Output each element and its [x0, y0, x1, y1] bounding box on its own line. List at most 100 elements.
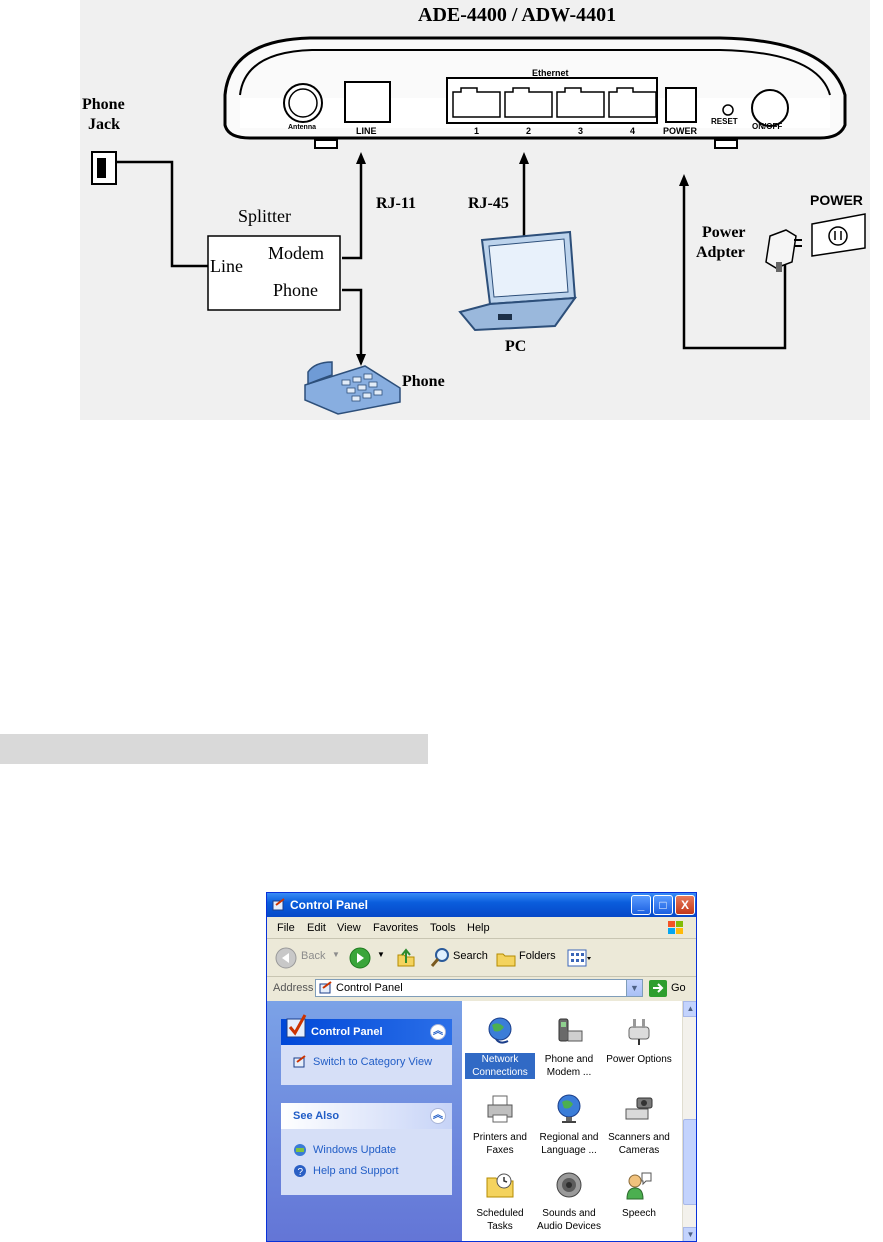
scheduled-tasks-label: Scheduled Tasks: [476, 1208, 524, 1232]
go-arrow-icon[interactable]: [649, 980, 667, 997]
eth-port-2: [504, 87, 553, 118]
regional-and-language-item[interactable]: Regional and Language ...: [534, 1093, 604, 1157]
see-also-title: See Also: [293, 1110, 340, 1122]
address-dropdown-icon[interactable]: ▼: [626, 980, 642, 996]
menu-bar: File Edit View Favorites Tools Help: [267, 917, 696, 939]
control-panel-box-title: Control Panel: [311, 1026, 383, 1038]
power-adapter-label-1: Power: [702, 224, 746, 241]
menu-favorites[interactable]: Favorites: [373, 922, 419, 934]
power-port: [665, 87, 697, 123]
outlet-label: POWER: [810, 192, 863, 208]
control-panel-large-icon: [286, 1014, 307, 1038]
views-icon[interactable]: [567, 948, 591, 968]
forward-dropdown-icon[interactable]: ▼: [377, 950, 385, 959]
control-panel-small-icon: [319, 981, 332, 994]
see-also-box-header[interactable]: See Also ︽: [281, 1103, 452, 1129]
network-connections-label: Network Connections: [465, 1053, 535, 1079]
windows-update-link[interactable]: Windows Update: [313, 1144, 397, 1156]
help-and-support-link[interactable]: Help and Support: [313, 1165, 399, 1177]
control-panel-icon: [272, 898, 285, 911]
menu-help[interactable]: Help: [467, 922, 490, 934]
eth-port-1-label: 1: [474, 126, 480, 136]
printer-icon: [487, 1095, 513, 1123]
speech-item[interactable]: Speech: [604, 1169, 674, 1220]
line-port: [344, 81, 391, 123]
search-button-label[interactable]: Search: [453, 950, 488, 962]
connection-diagram: ADE-4400 / ADW-4401 Antenna LINE Etherne…: [80, 0, 870, 420]
speech-icon: [626, 1172, 652, 1200]
phone-jack-label-2: Jack: [88, 116, 120, 133]
collapse-chevron-icon[interactable]: ︽: [430, 1108, 446, 1124]
onoff-button: [751, 89, 789, 127]
up-folder-icon[interactable]: [395, 947, 417, 969]
eth-port-2-label: 2: [526, 126, 532, 136]
rj45-label: RJ-45: [468, 195, 509, 212]
antenna-label: Antenna: [288, 124, 316, 131]
eth-port-3-label: 3: [578, 126, 584, 136]
scanners-and-cameras-item[interactable]: Scanners and Cameras: [604, 1093, 674, 1157]
power-port-label: POWER: [663, 126, 698, 136]
collapse-chevron-icon[interactable]: ︽: [430, 1024, 446, 1040]
rj11-label: RJ-11: [376, 195, 416, 212]
section-heading-bar: [0, 734, 428, 764]
window-title: Control Panel: [290, 898, 369, 912]
address-value: Control Panel: [336, 982, 403, 994]
items-pane: Network Connections Phone and Modem ... …: [462, 1001, 682, 1241]
folders-button-label[interactable]: Folders: [519, 950, 556, 962]
globe-icon: [557, 1094, 581, 1123]
scheduled-tasks-item[interactable]: Scheduled Tasks: [465, 1169, 535, 1233]
phone-and-modem-item[interactable]: Phone and Modem ...: [534, 1015, 604, 1079]
menu-tools[interactable]: Tools: [430, 922, 456, 934]
line-port-label: LINE: [356, 126, 377, 136]
network-connections-item[interactable]: Network Connections: [465, 1015, 535, 1079]
scroll-thumb[interactable]: [683, 1119, 696, 1205]
pc-label: PC: [505, 338, 527, 355]
minimize-button[interactable]: _: [631, 895, 651, 915]
search-icon[interactable]: [429, 947, 451, 969]
telephone-icon: [304, 361, 401, 415]
title-bar[interactable]: Control Panel _ □ X: [267, 893, 696, 917]
back-dropdown-icon[interactable]: ▼: [332, 950, 340, 959]
menu-view[interactable]: View: [337, 922, 361, 934]
control-panel-box-header[interactable]: Control Panel ︽: [281, 1014, 452, 1045]
forward-arrow-icon[interactable]: [349, 947, 371, 969]
speech-label: Speech: [622, 1208, 656, 1219]
back-button-label[interactable]: Back: [301, 950, 326, 962]
phone-and-modem-label: Phone and Modem ...: [544, 1054, 594, 1078]
speaker-icon: [556, 1172, 582, 1198]
address-bar: Address Control Panel ▼ Go: [267, 977, 696, 999]
ethernet-label: Ethernet: [532, 68, 569, 78]
switch-category-view-link[interactable]: Switch to Category View: [313, 1056, 433, 1068]
power-options-icon: [628, 1019, 650, 1045]
splitter-phone-label: Phone: [273, 280, 318, 300]
splitter-label: Splitter: [238, 206, 291, 226]
network-connections-icon: [488, 1017, 512, 1044]
router-foot-right: [714, 139, 738, 149]
onoff-label: ON/OFF: [752, 122, 783, 131]
phone-label: Phone: [402, 373, 445, 390]
printers-and-faxes-item[interactable]: Printers and Faxes: [465, 1093, 535, 1157]
splitter-line-label: Line: [210, 256, 243, 276]
menu-edit[interactable]: Edit: [307, 922, 326, 934]
close-button[interactable]: X: [675, 895, 695, 915]
maximize-button[interactable]: □: [653, 895, 673, 915]
printers-and-faxes-label: Printers and Faxes: [473, 1132, 527, 1156]
power-adapter-icon: [765, 229, 802, 272]
menu-file[interactable]: File: [277, 922, 295, 934]
back-arrow-icon[interactable]: [275, 947, 297, 969]
router-model-title: ADE-4400 / ADW-4401: [418, 4, 617, 26]
power-options-item[interactable]: Power Options: [604, 1015, 674, 1066]
sounds-and-audio-item[interactable]: Sounds and Audio Devices: [534, 1169, 604, 1233]
scroll-up-icon[interactable]: ▲: [683, 1001, 696, 1017]
power-outlet-icon: [811, 213, 866, 257]
svg-text:?: ?: [298, 1167, 304, 1178]
scheduled-tasks-icon: [486, 1173, 514, 1198]
diagram-graphics: [91, 36, 866, 415]
vertical-scrollbar[interactable]: ▲ ▼: [682, 1001, 696, 1241]
control-panel-window: Control Panel _ □ X File Edit View Favor…: [266, 892, 697, 1242]
folders-icon[interactable]: [495, 947, 517, 969]
scroll-down-icon[interactable]: ▼: [683, 1227, 696, 1241]
go-button-label[interactable]: Go: [671, 982, 686, 994]
address-input[interactable]: Control Panel ▼: [315, 979, 643, 997]
task-pane: Control Panel ︽ Switch to Category View …: [267, 1001, 462, 1241]
